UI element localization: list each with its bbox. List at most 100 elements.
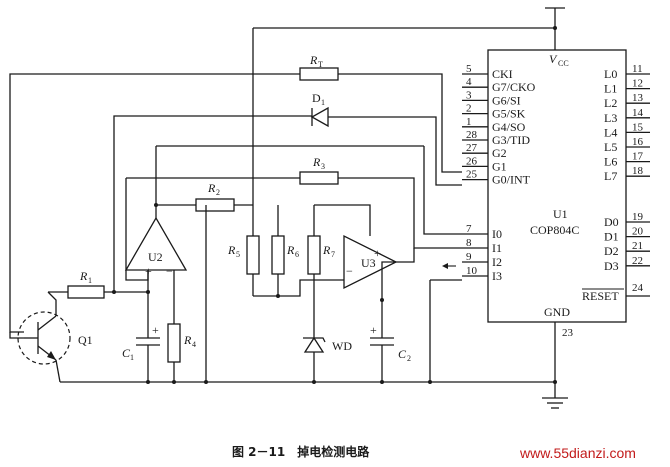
svg-text:2: 2 [216, 188, 220, 197]
mcu-pin-label: G6/SI [492, 93, 521, 107]
u3-label: U3 [361, 256, 376, 270]
zener-diode [303, 336, 325, 353]
mcu-gnd-pin: 23 [562, 327, 574, 339]
mcu-pin-number: 20 [632, 226, 644, 238]
r2-label: R [207, 181, 216, 195]
mcu-pin-label: L1 [604, 82, 617, 96]
r2-branch: R 2 [154, 181, 253, 212]
c2-label: C [398, 347, 407, 361]
resistor-rt [299, 67, 339, 81]
diode-d1 [310, 106, 329, 128]
mcu-pin-label: I0 [492, 227, 502, 241]
mcu-pin-number: 28 [466, 129, 478, 141]
d1-label: D [312, 91, 321, 105]
mcu-pin-label: D1 [604, 230, 619, 244]
svg-text:+: + [370, 323, 377, 337]
r5-label: R [227, 243, 236, 257]
svg-text:+: + [374, 246, 381, 260]
mcu-pin-label: L4 [604, 125, 617, 139]
gnd-rail [60, 322, 568, 409]
q1-label: Q1 [78, 333, 93, 347]
mcu-pin-number: 18 [632, 165, 644, 177]
mcu-pin-number: 25 [466, 169, 478, 181]
mcu-pin-number: 16 [632, 136, 644, 148]
mcu-pin-number: 26 [466, 155, 478, 167]
r5-branch: R 5 [227, 28, 260, 296]
r1-label: R [79, 269, 88, 283]
mcu-pin-number: 22 [632, 255, 643, 267]
resistor-r1 [67, 285, 105, 299]
mcu-pin-label: G0/INT [492, 173, 531, 187]
mcu-pin-label: I1 [492, 241, 502, 255]
transistor-q1: Q1 [9, 291, 93, 383]
watermark: www.55dianzi.com [519, 445, 636, 461]
resistor-r5 [246, 235, 260, 275]
mcu-pin-label: I3 [492, 269, 502, 283]
mcu-name: U1 [553, 207, 568, 221]
mcu-reset-pin: 24 [632, 282, 644, 294]
svg-text:4: 4 [192, 340, 196, 349]
zener-wd: WD [303, 330, 352, 382]
opamp-u3-body [343, 234, 398, 290]
resistor-r3 [299, 171, 339, 185]
r7-label: R [322, 243, 331, 257]
r6-branch: R 6 [271, 205, 299, 298]
r4-branch: R 4 [167, 205, 207, 382]
resistor-r2 [195, 198, 235, 212]
mcu-pin-label: G3/TID [492, 133, 530, 147]
svg-text:−: − [346, 264, 353, 278]
mcu-pin-number: 11 [632, 63, 643, 75]
r3-branch: R 3 [126, 155, 462, 249]
mcu-pin-label: G2 [492, 146, 507, 160]
svg-text:6: 6 [295, 250, 299, 259]
r7-branch: R 7 [307, 205, 335, 330]
mcu-pin-label: G4/SO [492, 120, 526, 134]
svg-text:1: 1 [130, 353, 134, 362]
r4-label: R [183, 333, 192, 347]
mcu-part: COP804C [530, 223, 579, 237]
svg-text:+: + [152, 323, 159, 337]
resistor-r6 [271, 235, 285, 275]
mcu-pin-label: L0 [604, 67, 617, 81]
mcu-body [487, 49, 627, 323]
mcu-pin-number: 17 [632, 151, 644, 163]
mcu-reset-label: RESET [582, 289, 619, 303]
capacitor-c1-group: + C 1 [122, 292, 160, 382]
mcu-pin-number: 3 [466, 89, 472, 101]
mcu-pin-number: 15 [632, 121, 644, 133]
mcu-pin-number: 1 [466, 116, 472, 128]
mcu-pin-label: D0 [604, 215, 619, 229]
mcu-pin-label: D3 [604, 259, 619, 273]
u2-label: U2 [148, 250, 163, 264]
mcu-pin-number: 7 [466, 223, 472, 235]
figure-caption: 图 2－11 掉电检测电路 [232, 444, 370, 459]
mcu-pin-number: 9 [466, 251, 472, 263]
q1-envelope [17, 311, 71, 365]
mcu-pin-label: L3 [604, 111, 617, 125]
c1-label: C [122, 346, 131, 360]
mcu-pin-number: 5 [466, 63, 472, 75]
svg-text:1: 1 [321, 98, 325, 107]
mcu-pin-number: 2 [466, 103, 472, 115]
resistor-r4 [167, 323, 181, 363]
svg-text:1: 1 [88, 276, 92, 285]
mcu-u1: V CC U1 COP804C GND 23 RESET 24 [487, 49, 650, 339]
svg-text:3: 3 [321, 162, 325, 171]
svg-text:2: 2 [407, 354, 411, 363]
mcu-pin-label: G1 [492, 159, 507, 173]
mcu-pin-label: G7/CKO [492, 80, 536, 94]
svg-text:−: − [166, 264, 173, 278]
mcu-pin-label: L2 [604, 96, 617, 110]
mcu-pin-number: 12 [632, 78, 643, 90]
mcu-pin-number: 8 [466, 237, 472, 249]
capacitor-c2-group: + C 2 [370, 261, 411, 382]
mcu-pin-label: L5 [604, 140, 617, 154]
mcu-pin-number: 4 [466, 76, 472, 88]
wd-label: WD [332, 339, 352, 353]
opamp-u2-body [124, 216, 188, 271]
mcu-pin-label: I2 [492, 255, 502, 269]
mcu-pin-number: 13 [632, 92, 644, 104]
